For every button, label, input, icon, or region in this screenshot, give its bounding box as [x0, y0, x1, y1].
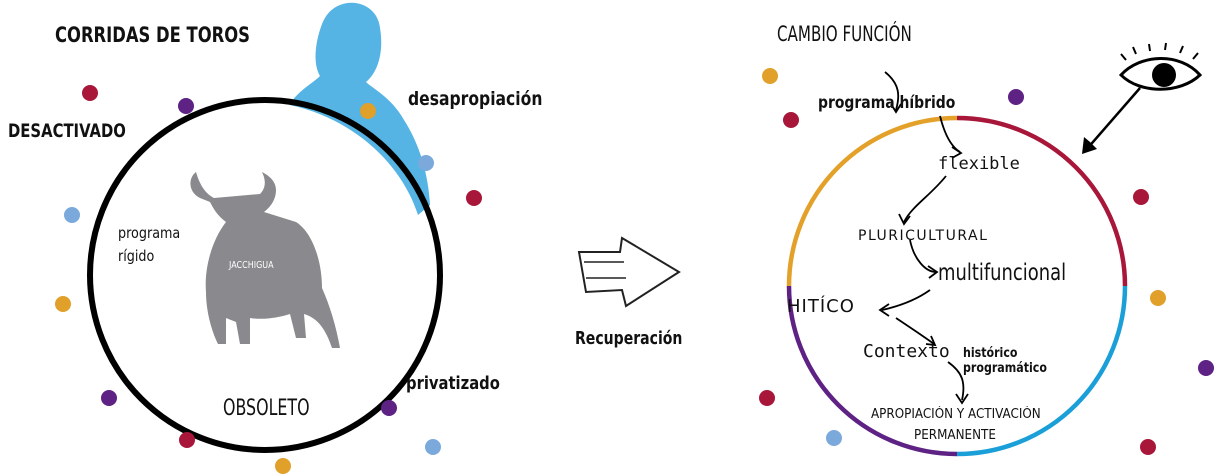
label-programmatic: programático	[963, 361, 1047, 376]
dot	[179, 432, 195, 448]
label-deactivated: DESACTIVADO	[8, 120, 126, 142]
dot	[425, 439, 441, 455]
ring-orange	[786, 115, 958, 287]
label-context: Contexto	[863, 341, 950, 362]
label-historic: histórico	[963, 346, 1018, 361]
dot	[783, 112, 799, 128]
recovery-arrow-shadow	[584, 261, 626, 279]
ring-purple	[786, 285, 958, 457]
label-recovery: Recuperación	[575, 328, 683, 349]
left-circle	[87, 97, 443, 453]
dot	[360, 103, 376, 119]
dot	[82, 85, 98, 101]
label-appropriation: APROPIACIÓN Y ACTIVACIÓN	[871, 407, 1041, 422]
ring-blue	[956, 285, 1128, 457]
bull-icon	[190, 172, 340, 348]
label-hitico: HITÍCO	[787, 296, 855, 317]
label-change: CAMBIO FUNCIÓN	[777, 22, 912, 46]
label-dispossession: desapropiación	[408, 88, 543, 110]
ring-red	[956, 115, 1128, 287]
dot	[759, 390, 775, 406]
flow-arrows	[878, 71, 969, 405]
recovery-arrow-icon	[577, 236, 681, 308]
dot	[55, 296, 71, 312]
eye-icon	[1118, 42, 1203, 91]
dot	[1133, 189, 1149, 205]
label-privatized: privatizado	[406, 373, 500, 394]
dot	[1140, 439, 1156, 455]
label-pluricultural: PLURICULTURAL	[858, 228, 989, 244]
dot	[466, 190, 482, 206]
dot	[275, 458, 291, 474]
dot	[826, 430, 842, 446]
label-program-1: programa	[118, 224, 181, 242]
dot	[762, 68, 778, 84]
dot	[418, 155, 434, 171]
label-obsolete: OBSOLETO	[223, 396, 310, 421]
dot	[1150, 290, 1166, 306]
dot	[381, 400, 397, 416]
dot	[1198, 360, 1214, 376]
bull-label: JACCHIGUA	[229, 260, 274, 271]
eye-arrow	[1085, 87, 1141, 151]
label-multifunctional: multifuncional	[938, 260, 1067, 286]
label-permanent: PERMANENTE	[914, 428, 996, 443]
label-hybrid: programa híbrido	[818, 93, 956, 113]
label-flexible: flexible	[938, 154, 1020, 174]
left-title: CORRIDAS DE TOROS	[55, 23, 250, 47]
dot	[1008, 89, 1024, 105]
dot	[64, 207, 80, 223]
label-program-2: rígido	[118, 247, 155, 265]
dot	[178, 98, 194, 114]
dot	[101, 390, 117, 406]
eye-arrow-head	[1082, 137, 1097, 154]
